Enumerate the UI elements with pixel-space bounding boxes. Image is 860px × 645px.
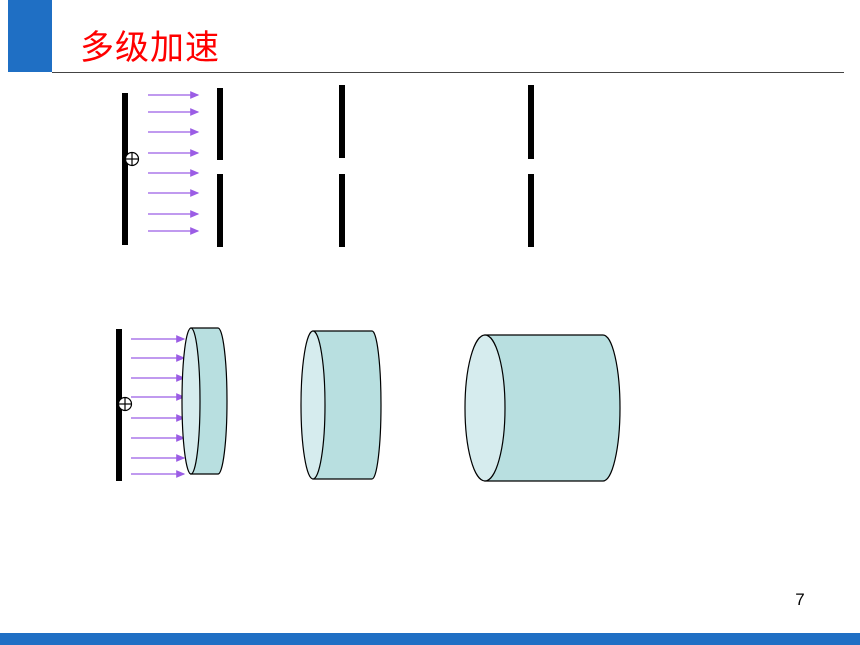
drift-tube-diagram xyxy=(116,327,621,482)
plate-2-lower xyxy=(339,174,345,247)
page-number: 7 xyxy=(795,590,805,609)
plate-2-upper xyxy=(339,85,345,158)
slide-title: 多级加速 xyxy=(80,28,220,68)
plate-stage-diagram xyxy=(122,85,534,247)
field-arrows-bottom xyxy=(131,335,186,478)
drift-tube-1 xyxy=(181,327,228,475)
plate-1-lower xyxy=(217,174,223,247)
positive-charge-icon xyxy=(124,151,140,167)
plate-3-upper xyxy=(528,85,534,159)
positive-charge-icon xyxy=(117,396,133,412)
drift-tube-2 xyxy=(300,330,382,480)
drift-tube-3 xyxy=(464,334,621,482)
field-arrows-top xyxy=(148,91,200,235)
title-underline xyxy=(52,72,844,73)
source-plate xyxy=(122,93,128,245)
plate-1-upper xyxy=(217,88,223,160)
title-accent-bar xyxy=(8,0,52,72)
plate-3-lower xyxy=(528,174,534,247)
footer-accent-bar xyxy=(0,633,860,645)
